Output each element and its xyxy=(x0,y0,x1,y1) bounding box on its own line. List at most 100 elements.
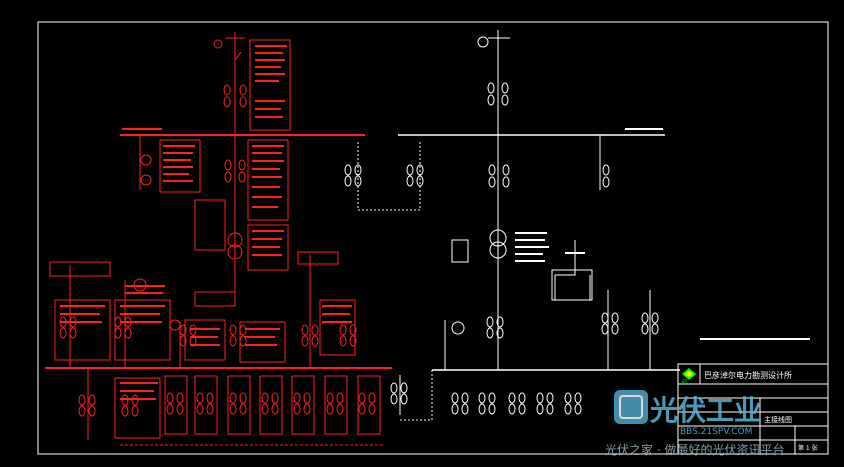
coil-symbol xyxy=(368,392,376,404)
coil-symbol xyxy=(131,405,139,417)
coil-symbol xyxy=(229,392,237,404)
coil-symbol xyxy=(326,403,334,415)
coil-symbol xyxy=(641,323,649,335)
coil-symbol xyxy=(406,175,414,187)
coil-symbol xyxy=(564,392,572,404)
coil-symbol xyxy=(546,392,554,404)
red-ct-stack-1 xyxy=(223,84,247,108)
coil-symbol xyxy=(546,403,554,415)
coil-symbol xyxy=(114,327,122,339)
coil-symbol xyxy=(121,405,129,417)
coil-symbol xyxy=(488,392,496,404)
coil-symbol xyxy=(536,403,544,415)
title-block-logo xyxy=(682,368,696,380)
coil-symbol xyxy=(508,392,516,404)
watermark-url: BBS.21SPV.COM xyxy=(680,427,752,437)
coil-symbol xyxy=(311,324,319,336)
coil-symbol xyxy=(611,312,619,324)
coil-symbol xyxy=(179,335,187,347)
coil-symbol xyxy=(496,327,504,339)
white-section xyxy=(357,30,680,421)
coil-symbol xyxy=(196,403,204,415)
coil-symbol xyxy=(189,324,197,336)
coil-symbol xyxy=(390,393,398,405)
coil-symbol xyxy=(344,164,352,176)
red-coil-clusters xyxy=(59,316,376,417)
coil-symbol xyxy=(229,335,237,347)
coil-symbol xyxy=(229,403,237,415)
coil-symbol xyxy=(518,392,526,404)
coil-symbol xyxy=(261,403,269,415)
coil-symbol xyxy=(239,392,247,404)
coil-symbol xyxy=(496,316,504,328)
coil-symbol xyxy=(271,392,279,404)
coil-symbol xyxy=(611,323,619,335)
coil-symbol xyxy=(301,324,309,336)
coil-symbol xyxy=(344,175,352,187)
coil-symbol xyxy=(400,393,408,405)
coil-symbol xyxy=(406,164,414,176)
coil-symbol xyxy=(574,392,582,404)
coil-symbol xyxy=(451,392,459,404)
white-ct-stack-2 xyxy=(488,164,510,188)
watermark-brand: 光伏工业 xyxy=(649,394,762,427)
coil-symbol xyxy=(206,403,214,415)
coil-symbol xyxy=(416,175,424,187)
coil-symbol xyxy=(131,394,139,406)
coil-symbol xyxy=(301,335,309,347)
white-annotations xyxy=(515,128,810,340)
coil-symbol xyxy=(368,403,376,415)
coil-symbol xyxy=(78,394,86,406)
coil-symbol xyxy=(390,382,398,394)
coil-symbol xyxy=(358,403,366,415)
coil-symbol xyxy=(239,335,247,347)
coil-symbol xyxy=(59,327,67,339)
watermark: 光伏工业 BBS.21SPV.COM 光伏之家 · 做最好的光伏资讯平台 xyxy=(605,390,784,457)
title-block xyxy=(677,363,829,455)
coil-symbol xyxy=(601,323,609,335)
sheet-number: 第 1 张 xyxy=(798,444,818,452)
coil-symbol xyxy=(303,392,311,404)
coil-symbol xyxy=(196,392,204,404)
coil-symbol xyxy=(176,392,184,404)
watermark-slogan: 光伏之家 · 做最好的光伏资讯平台 xyxy=(605,442,784,457)
coil-symbol xyxy=(478,403,486,415)
coil-symbol xyxy=(239,403,247,415)
coil-symbol xyxy=(564,403,572,415)
coil-symbol xyxy=(326,392,334,404)
coil-symbol xyxy=(508,403,516,415)
coil-symbol xyxy=(189,335,197,347)
coil-symbol xyxy=(486,327,494,339)
coil-symbol xyxy=(69,316,77,328)
coil-symbol xyxy=(461,403,469,415)
coil-symbol xyxy=(293,392,301,404)
company-name: 巴彦淖尔电力勘测设计所 xyxy=(704,370,792,380)
coil-symbol xyxy=(349,324,357,336)
coil-symbol xyxy=(261,392,269,404)
coil-symbol xyxy=(339,324,347,336)
drawing-frame xyxy=(37,21,829,455)
coil-symbol xyxy=(354,175,362,187)
coil-symbol xyxy=(478,392,486,404)
coil-symbol xyxy=(400,382,408,394)
coil-symbol xyxy=(416,164,424,176)
coil-symbol xyxy=(114,316,122,328)
coil-symbol xyxy=(59,316,67,328)
red-section xyxy=(45,32,392,446)
coil-symbol xyxy=(486,316,494,328)
coil-symbol xyxy=(166,403,174,415)
drawing-title: 主接线图 xyxy=(764,415,792,424)
coil-symbol xyxy=(121,394,129,406)
coil-symbol xyxy=(88,405,96,417)
coil-symbol xyxy=(349,335,357,347)
coil-symbol xyxy=(336,392,344,404)
red-annotations xyxy=(60,45,352,400)
coil-symbol xyxy=(206,392,214,404)
coil-symbol xyxy=(271,403,279,415)
coil-symbol xyxy=(536,392,544,404)
coil-symbol xyxy=(303,403,311,415)
coil-symbol xyxy=(354,164,362,176)
white-coil-clusters xyxy=(344,164,659,415)
coil-symbol xyxy=(451,403,459,415)
